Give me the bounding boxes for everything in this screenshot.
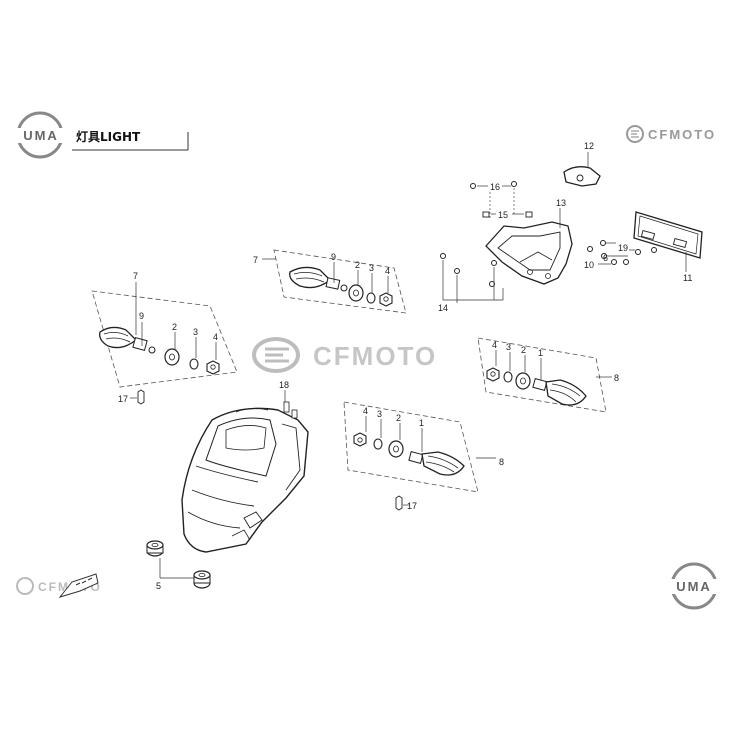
clip-17-right: 17 (395, 495, 417, 511)
lock-washer-icon (366, 292, 376, 304)
callout-12: 12 (584, 141, 594, 151)
grommet-icon (146, 540, 164, 557)
group-8a-dashed-frame (477, 337, 607, 413)
headlight-housing-icon (181, 407, 309, 553)
uma-logo-text: UMA (23, 128, 59, 143)
headlight-assembly: 18 (181, 380, 309, 553)
lock-washer-icon (503, 371, 513, 383)
callout-9a: 9 (139, 311, 144, 321)
fwd-arrow-icon (58, 573, 99, 598)
nut-icon (379, 292, 393, 307)
washer-icon (164, 348, 180, 366)
header: UMA 灯具LIGHT (12, 111, 189, 159)
callout-4c: 4 (492, 340, 497, 350)
callout-2c: 2 (521, 345, 526, 355)
turn-signal-lens-icon (99, 326, 137, 349)
part-12-icon (563, 166, 601, 187)
group-7b-dashed-frame (273, 249, 407, 314)
cfmoto-logo-center: CFMOTO (252, 337, 437, 373)
callout-14: 14 (438, 303, 448, 313)
nut-icon (353, 432, 367, 447)
washer-icon (515, 372, 531, 390)
callout-9b: 9 (331, 252, 336, 262)
callout-4d: 4 (363, 406, 368, 416)
callout-7a: 7 (133, 271, 138, 281)
callout-17a: 17 (118, 394, 128, 404)
turn-signal-lens-icon (289, 266, 331, 289)
callout-8a: 8 (614, 373, 619, 383)
clip-icon (395, 495, 403, 511)
washer-icon (388, 440, 404, 458)
callout-6: 6 (603, 253, 608, 263)
callout-2a: 2 (172, 322, 177, 332)
callout-3d: 3 (377, 409, 382, 419)
group-7-left-turn-signal: 7 9 2 3 4 (91, 271, 238, 388)
callout-2b: 2 (355, 260, 360, 270)
callout-7b: 7 (253, 255, 258, 265)
callout-18: 18 (279, 380, 289, 390)
grommets-part-5: 5 (146, 540, 211, 591)
nut-icon (486, 367, 500, 382)
callout-10: 10 (584, 260, 594, 270)
nut-icon (206, 360, 220, 375)
uma-logo: UMA (12, 111, 70, 159)
group-8-right-turn-signal-lower: 8 4 3 2 1 (343, 401, 504, 493)
lock-washer-icon (189, 358, 199, 370)
page-title: 灯具LIGHT (76, 129, 141, 144)
clip-17-left: 17 (118, 389, 145, 405)
group-7-top-turn-signal: 7 9 2 3 4 (253, 249, 407, 314)
turn-signal-lens-icon (545, 379, 587, 406)
callout-3c: 3 (506, 342, 511, 352)
uma-logo-bottom-right: UMA (666, 562, 722, 610)
rear-bracket-assembly: 12 13 16 15 14 (438, 141, 601, 313)
cfmoto-text-center: CFMOTO (313, 341, 437, 371)
callout-15: 15 (498, 210, 508, 220)
callout-1d: 1 (419, 418, 424, 428)
callout-3a: 3 (193, 327, 198, 337)
callout-17b: 17 (407, 501, 417, 511)
callout-4a: 4 (213, 332, 218, 342)
callout-19: 19 (618, 243, 628, 253)
callout-13: 13 (556, 198, 566, 208)
callout-11: 11 (683, 273, 692, 283)
callout-5: 5 (156, 581, 161, 591)
grommet-icon (193, 570, 211, 589)
callout-8b: 8 (499, 457, 504, 467)
callout-3b: 3 (369, 263, 374, 273)
callout-16: 16 (490, 182, 500, 192)
group-8b-dashed-frame (343, 401, 479, 493)
uma-text-bottom: UMA (676, 579, 712, 594)
clip-icon (137, 389, 145, 405)
cfmoto-text-top: CFMOTO (648, 127, 716, 142)
callout-4b: 4 (385, 266, 390, 276)
callout-1c: 1 (538, 348, 543, 358)
cfmoto-logo-top-right: CFMOTO (626, 125, 716, 143)
lock-washer-icon (373, 438, 383, 450)
license-plate-light: 11 19 6 10 (584, 211, 703, 283)
group-8-right-turn-signal-upper: 8 4 3 2 1 (477, 337, 619, 413)
turn-signal-lens-icon (421, 451, 465, 476)
washer-icon (348, 284, 364, 302)
callout-2d: 2 (396, 413, 401, 423)
